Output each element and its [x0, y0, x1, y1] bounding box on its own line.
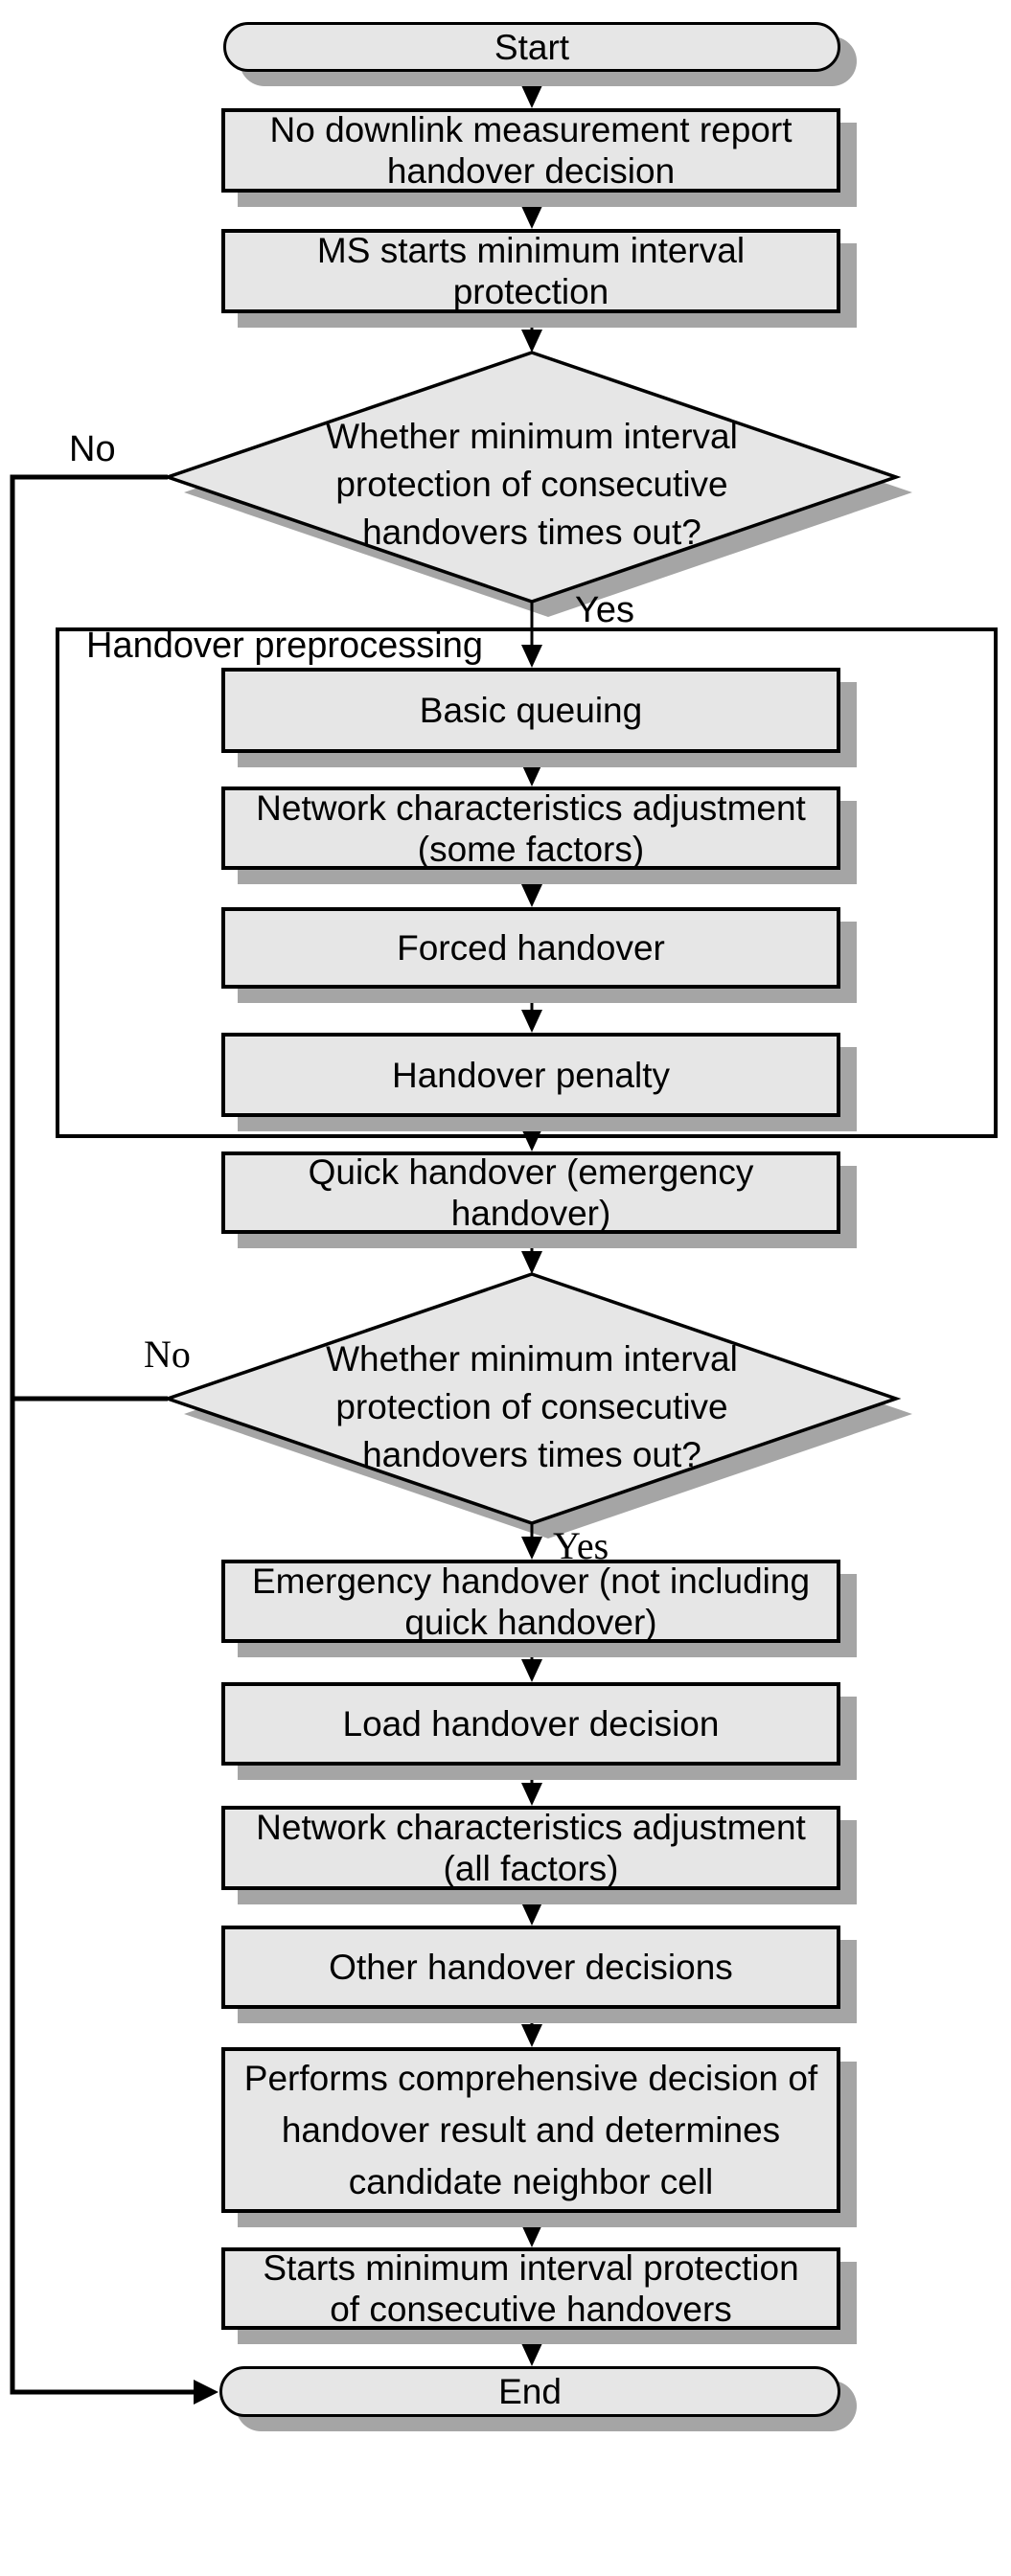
node-network-adjustment-some: Network characteristics adjustment (some… [221, 786, 840, 870]
no-branch-path [10, 474, 195, 2395]
flow-arrowheads [521, 85, 542, 2366]
decision-1-question: Whether minimum interval protection of c… [326, 417, 738, 552]
no-branch-arrowhead [194, 2380, 218, 2405]
decision-2-question: Whether minimum interval protection of c… [326, 1339, 738, 1474]
node-end: End [219, 2366, 840, 2417]
decision-2-no-label: No [144, 1333, 191, 1376]
node-ms-starts-protection: MS starts minimum interval protection [221, 229, 840, 313]
decision-1-yes-label: Yes [575, 590, 634, 630]
node-starts-min-interval: Starts minimum interval protection of co… [221, 2247, 840, 2330]
node-no-downlink-measurement: No downlink measurement report handover … [221, 108, 840, 193]
node-handover-penalty: Handover penalty [221, 1033, 840, 1117]
node-emergency-handover: Emergency handover (not including quick … [221, 1560, 840, 1643]
node-comprehensive-decision: Performs comprehensive decision of hando… [221, 2047, 840, 2213]
node-basic-queuing: Basic queuing [221, 668, 840, 753]
group-handover-preprocessing-label: Handover preprocessing [86, 626, 484, 666]
node-forced-handover: Forced handover [221, 907, 840, 989]
node-quick-handover: Quick handover (emergency handover) [221, 1151, 840, 1234]
node-load-handover-decision: Load handover decision [221, 1682, 840, 1766]
node-start: Start [223, 22, 840, 72]
node-network-adjustment-all: Network characteristics adjustment (all … [221, 1806, 840, 1890]
decision-1-no-label: No [69, 429, 116, 469]
node-other-handover-decisions: Other handover decisions [221, 1926, 840, 2009]
group-handover-preprocessing [56, 627, 998, 1138]
